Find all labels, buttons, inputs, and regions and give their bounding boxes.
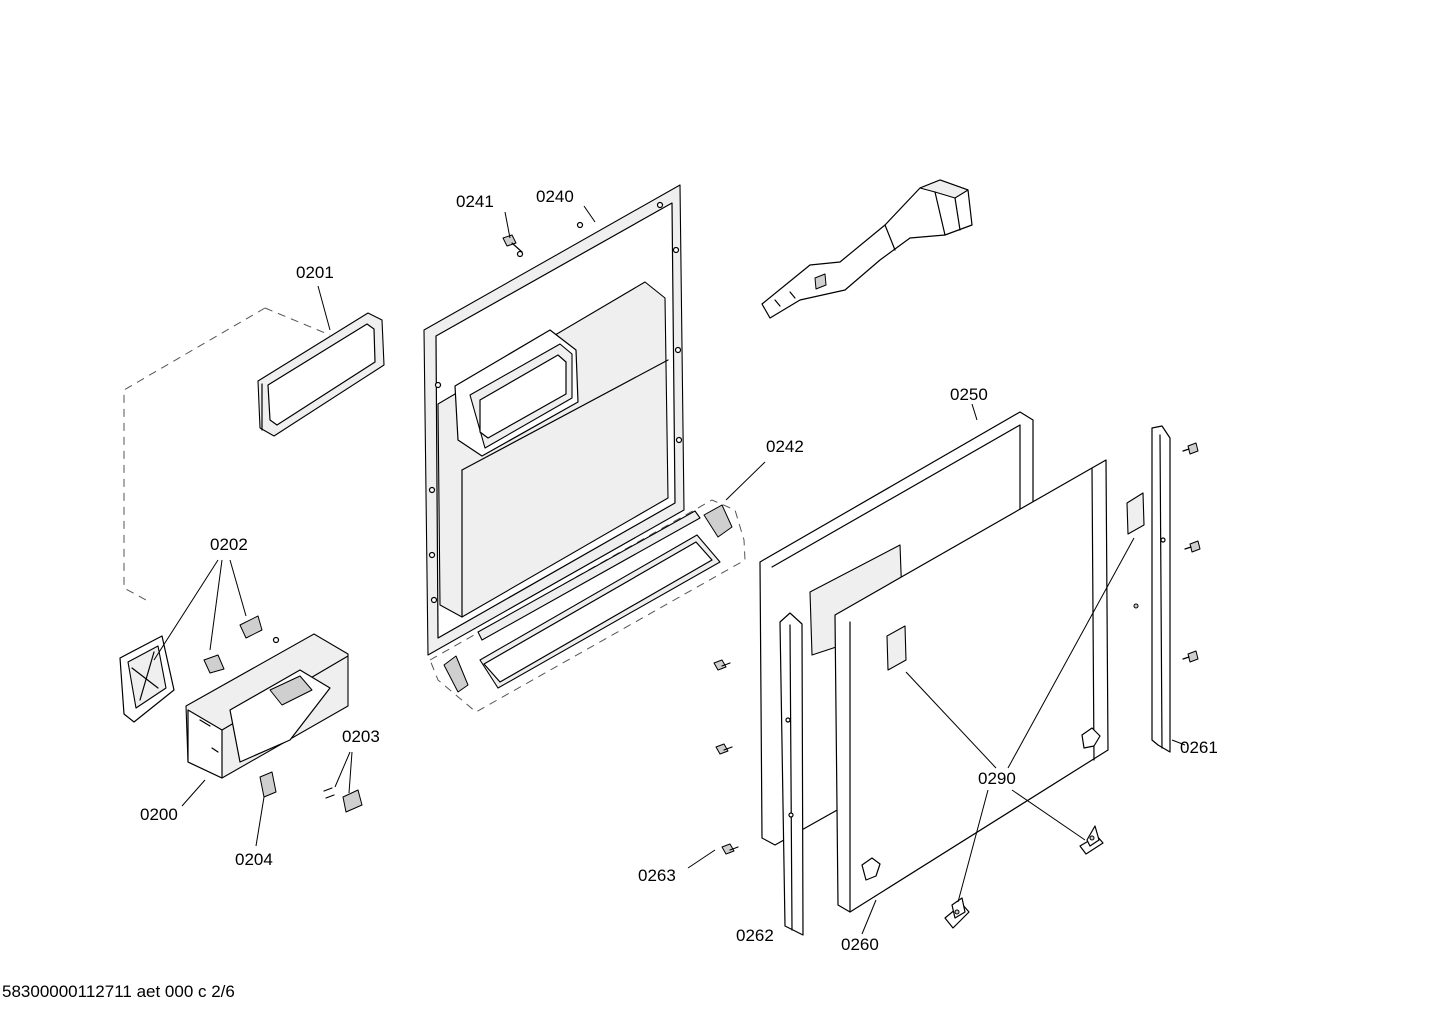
label-0260: 0260	[841, 935, 879, 954]
label-0250: 0250	[950, 385, 988, 404]
label-0203: 0203	[342, 727, 380, 746]
clip-0204	[259, 771, 277, 798]
hinge-rail-0242	[443, 504, 733, 693]
label-0242: 0242	[766, 437, 804, 456]
door-bracket-top	[761, 179, 973, 319]
label-0202: 0202	[210, 535, 248, 554]
leader-lines	[153, 205, 1186, 935]
front-panel-0260	[834, 459, 1145, 913]
label-0241: 0241	[456, 192, 494, 211]
side-strip-0261	[1151, 425, 1171, 753]
label-0240: 0240	[536, 187, 574, 206]
label-0201: 0201	[296, 263, 334, 282]
seal-frame-0201	[257, 312, 385, 437]
label-0263: 0263	[638, 866, 676, 885]
panel-screw-holes	[428, 201, 683, 604]
label-0200: 0200	[140, 805, 178, 824]
mounting-tabs-0290	[944, 825, 1104, 929]
label-0261: 0261	[1180, 738, 1218, 757]
screws	[713, 442, 1201, 855]
side-strip-0262	[779, 612, 804, 936]
diagram-footer-code: 58300000112711 aet 000 c 2/6	[2, 982, 235, 1001]
handle-cover-0202	[119, 615, 280, 723]
label-0204: 0204	[235, 850, 273, 869]
label-0290: 0290	[978, 769, 1016, 788]
small-parts-0203	[323, 787, 363, 813]
dashed-guide-hinge	[429, 499, 746, 713]
inner-door-panel-0240	[423, 184, 685, 656]
screw-0241	[502, 234, 523, 253]
dashed-guide-left	[123, 307, 331, 601]
label-0262: 0262	[736, 926, 774, 945]
control-module-0200	[185, 633, 349, 779]
